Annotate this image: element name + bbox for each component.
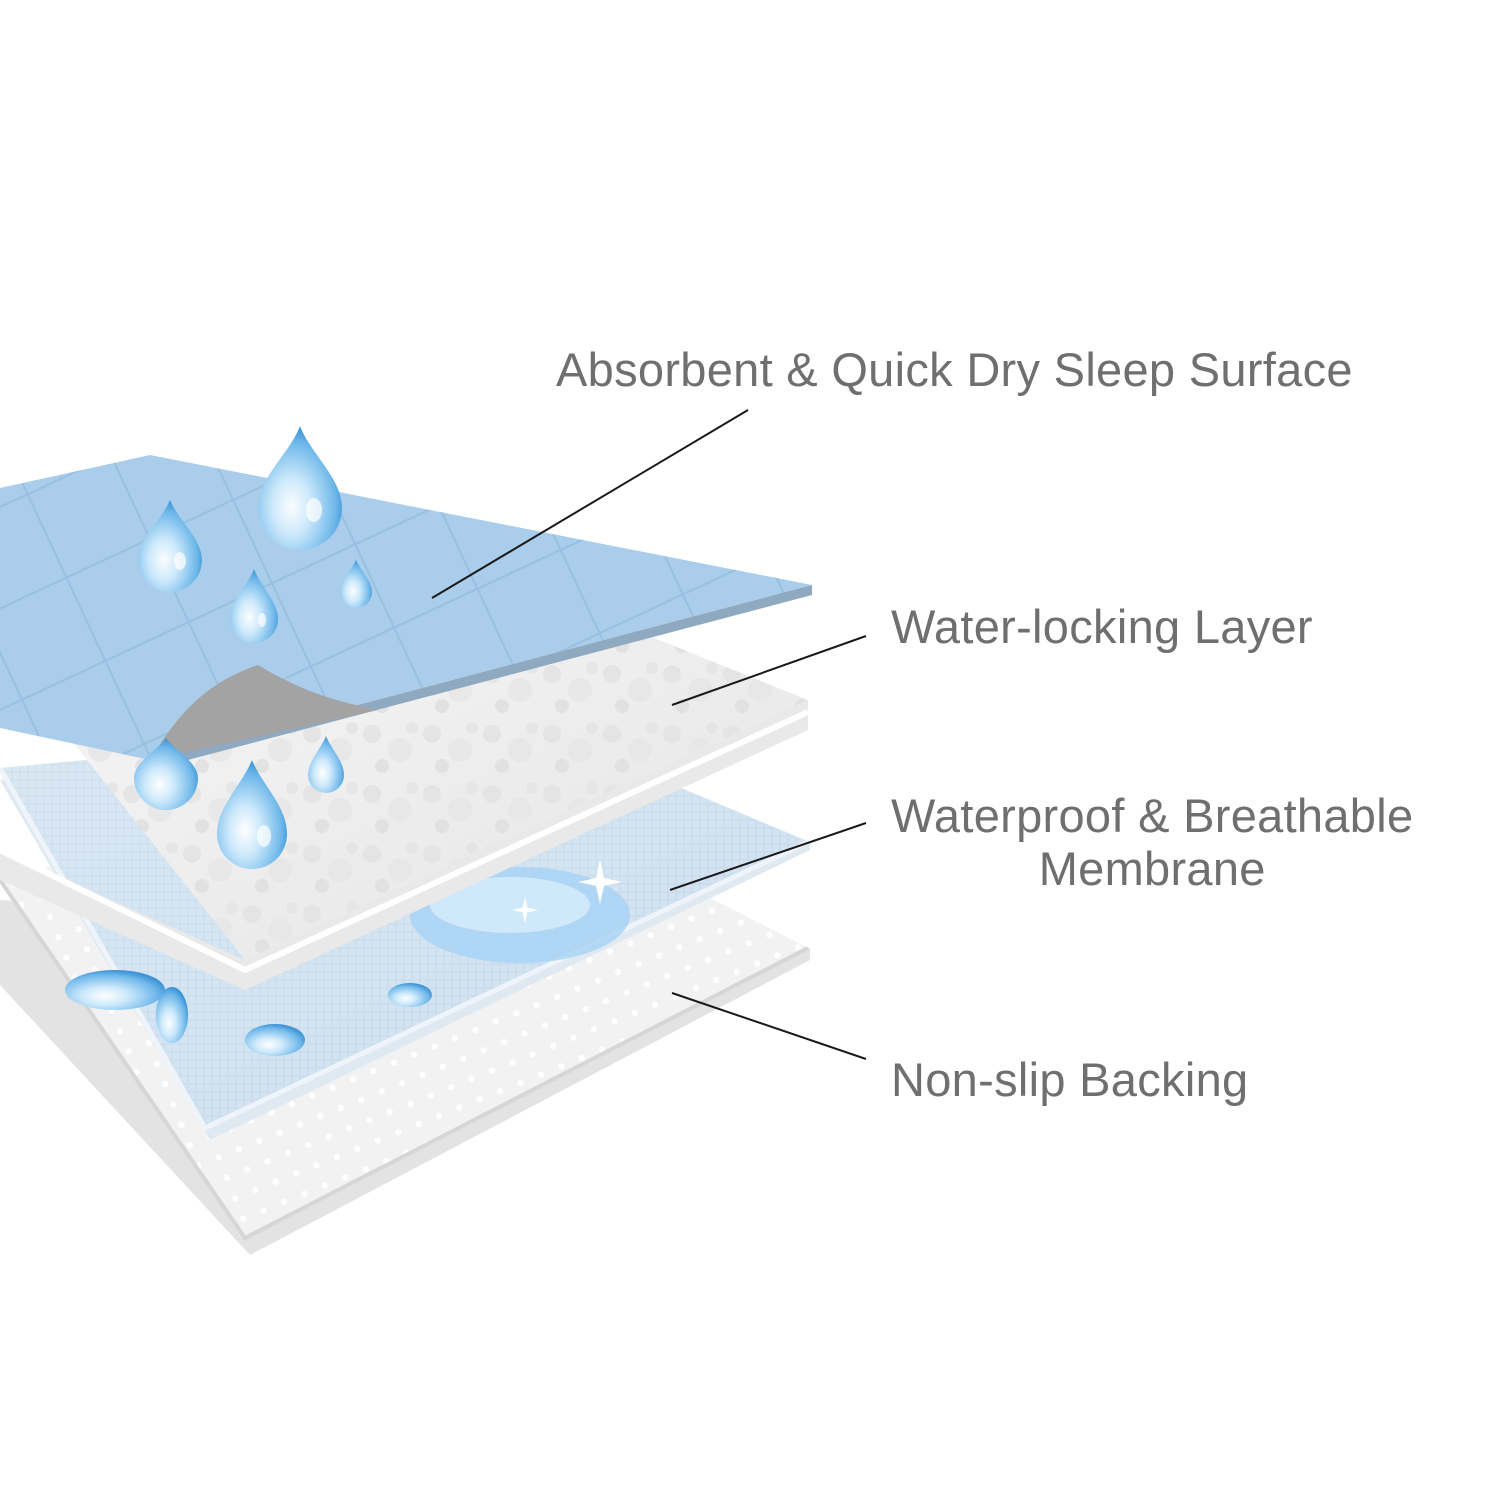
leader-line-backing bbox=[671, 992, 867, 1060]
water-drop-icon bbox=[134, 738, 198, 810]
label-membrane: Waterproof & Breathable Membrane bbox=[891, 789, 1414, 895]
sparkle-icon bbox=[511, 896, 539, 924]
leader-line-sleep-surface bbox=[431, 409, 749, 599]
water-drop-icon bbox=[217, 760, 287, 869]
label-backing: Non-slip Backing bbox=[891, 1053, 1249, 1106]
water-drop-icon bbox=[340, 560, 372, 608]
water-drop-icon bbox=[258, 426, 342, 550]
label-water-locking-layer: Water-locking Layer bbox=[891, 600, 1313, 653]
water-drop-icon bbox=[138, 500, 202, 592]
water-drop-icon bbox=[308, 736, 344, 793]
leader-line-water-locking bbox=[671, 635, 867, 706]
label-membrane-line1: Waterproof & Breathable bbox=[891, 789, 1414, 842]
water-drop-icon bbox=[230, 569, 278, 643]
sleep-surface-layer bbox=[0, 455, 812, 770]
label-membrane-line2: Membrane bbox=[1038, 841, 1266, 895]
label-sleep-surface: Absorbent & Quick Dry Sleep Surface bbox=[556, 343, 1353, 396]
leader-line-membrane bbox=[669, 822, 867, 891]
fold-underside bbox=[150, 665, 378, 760]
sparkle-icon bbox=[578, 860, 622, 904]
